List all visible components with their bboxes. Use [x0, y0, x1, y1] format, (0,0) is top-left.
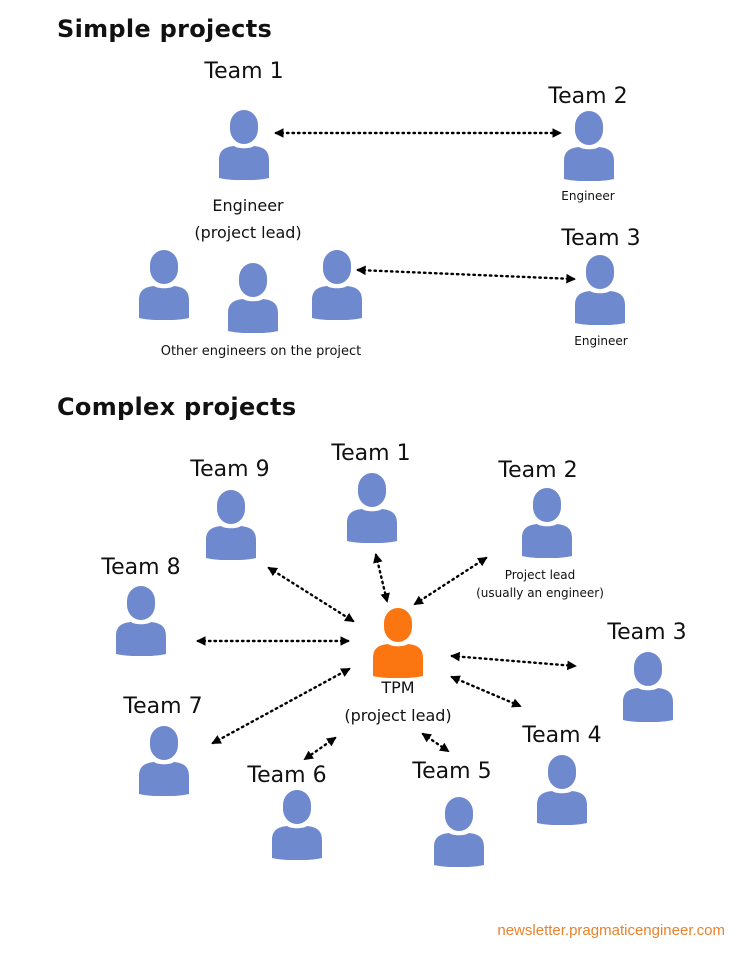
tpm-role: (project lead) — [344, 706, 452, 725]
arrow-tpm-team4 — [450, 675, 522, 708]
simple-projects-title: Simple projects — [57, 15, 273, 43]
simple-team2-role: Engineer — [561, 189, 615, 203]
complex-team8-label: Team 8 — [101, 555, 181, 580]
complex-team6-label: Team 6 — [247, 763, 327, 788]
complex-team2-note: Project lead — [504, 568, 576, 582]
complex-team4-label: Team 4 — [522, 723, 602, 748]
complex-team1-label: Team 1 — [331, 441, 411, 466]
complex-team5-label: Team 5 — [412, 759, 492, 784]
footer-link[interactable]: newsletter.pragmaticengineer.com — [497, 922, 725, 939]
arrow-tpm-team5 — [421, 732, 450, 753]
complex-projects-title: Complex projects — [57, 393, 297, 421]
arrow-tpm-team6 — [303, 736, 337, 761]
arrow-tpm-team2 — [413, 556, 488, 606]
complex-team2-label: Team 2 — [498, 458, 578, 483]
complex-team7-label: Team 7 — [123, 694, 203, 719]
arrow-tpm-team3 — [450, 651, 577, 671]
complex-team9-label: Team 9 — [190, 457, 270, 482]
arrow-tpm-team9 — [267, 566, 355, 623]
simple-team1-role: Engineer — [212, 196, 284, 215]
arrow-tpm-team7 — [211, 667, 351, 745]
simple-team3-label: Team 3 — [561, 226, 641, 251]
arrow-tpm-team1 — [373, 553, 390, 603]
simple-team1-role-lead: (project lead) — [194, 223, 302, 242]
simple-team3-role: Engineer — [574, 334, 628, 348]
others-caption: Other engineers on the project — [160, 344, 362, 359]
arrow-engineers-team3 — [356, 265, 576, 284]
complex-team3-label: Team 3 — [607, 620, 687, 645]
tpm-label: TPM — [381, 678, 415, 697]
simple-team2-label: Team 2 — [548, 84, 628, 109]
simple-team1-label: Team 1 — [204, 59, 284, 84]
complex-team2-note-detail: (usually an engineer) — [476, 586, 604, 600]
